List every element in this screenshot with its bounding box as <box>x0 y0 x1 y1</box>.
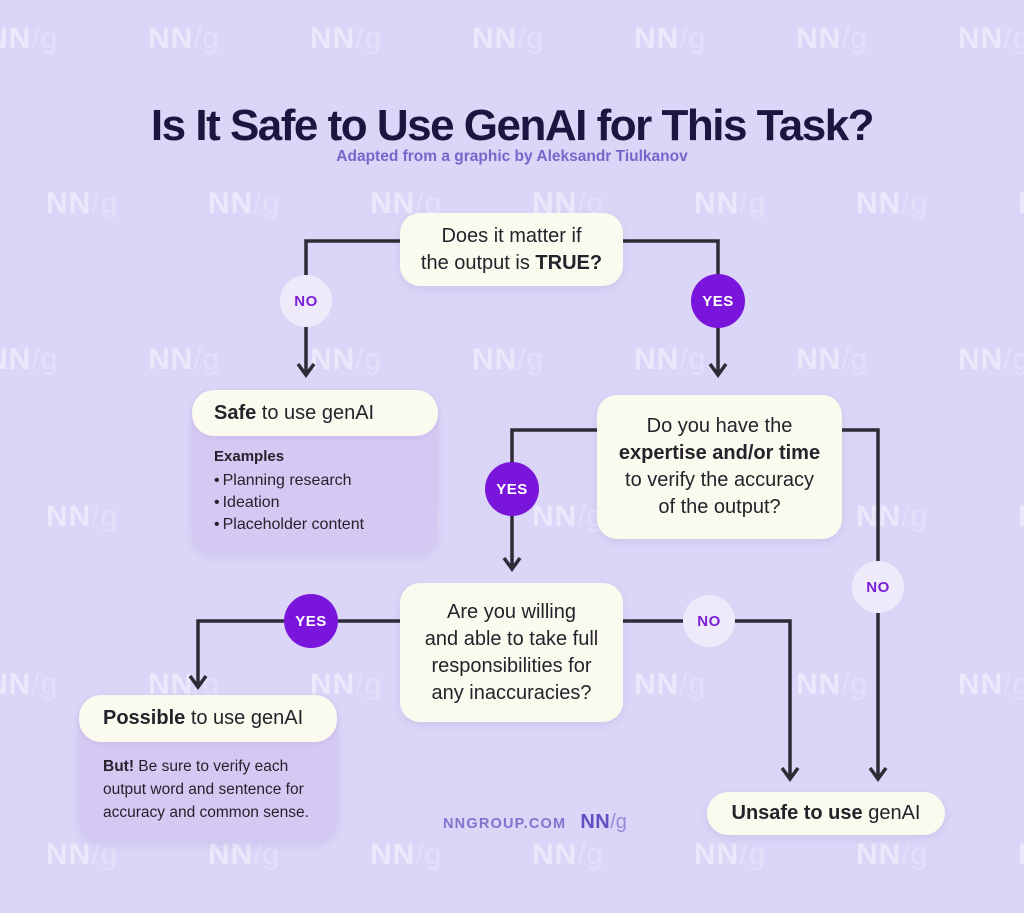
decision-circle-yes: YES <box>691 274 745 328</box>
nng-logo: NN/g <box>580 811 627 833</box>
connector-q2-yes-q3 <box>502 428 597 572</box>
question-box-output-true: Does it matter if the output is TRUE? <box>400 213 623 286</box>
result-card-possible: Possible to use genAI But! Be sure to ve… <box>79 695 337 842</box>
decision-circle-no: NO <box>683 595 735 647</box>
examples-list: •Planning research •Ideation •Placeholde… <box>214 470 420 536</box>
decision-circle-no: NO <box>852 561 904 613</box>
possible-card-body: But! Be sure to verify each output word … <box>79 742 337 842</box>
footer-site-url: NNGROUP.COM <box>443 816 567 832</box>
possible-title-bold: Possible <box>103 707 186 729</box>
q2-line4: of the output? <box>658 496 781 518</box>
q2-line3: to verify the accuracy <box>625 469 814 491</box>
list-item: •Ideation <box>214 494 280 511</box>
possible-note-bold: But! <box>103 758 134 775</box>
q3-line1: Are you willing <box>447 600 576 623</box>
question-box-responsibility: Are you willing and able to take full re… <box>400 583 623 722</box>
decision-circle-no: NO <box>280 275 332 327</box>
connector-q2-no-unsafe <box>842 428 888 782</box>
decision-circle-yes: YES <box>284 594 338 648</box>
question-box-expertise-time: Do you have the expertise and/or time to… <box>597 395 842 539</box>
safe-card-body: Examples •Planning research •Ideation •P… <box>192 436 438 554</box>
list-item: •Planning research <box>214 472 352 489</box>
result-card-safe: Safe to use genAI Examples •Planning res… <box>192 390 438 554</box>
q1-line1: Does it matter if <box>441 224 582 247</box>
decision-circle-yes: YES <box>485 462 539 516</box>
examples-heading: Examples <box>214 448 285 465</box>
q2-line2-bold: expertise and/or time <box>618 442 821 464</box>
list-item: •Placeholder content <box>214 516 365 533</box>
connector-q1-yes-q2 <box>623 239 728 378</box>
safe-card-title: Safe to use genAI <box>192 390 438 436</box>
q1-line2-bold: TRUE? <box>535 251 603 274</box>
q3-line4: any inaccuracies? <box>431 681 592 704</box>
connector-q1-no-safe <box>296 239 400 378</box>
q2-line1: Do you have the <box>646 415 793 437</box>
footer: NNGROUP.COM NN/g <box>443 811 627 834</box>
q3-line3: responsibilities for <box>431 654 592 677</box>
q1-line2: the output is <box>420 251 536 274</box>
unsafe-rest: genAI <box>862 802 921 824</box>
page-subtitle: Adapted from a graphic by Aleksandr Tiul… <box>336 148 688 165</box>
connector-q3-no-unsafe <box>623 619 800 782</box>
possible-card-title: Possible to use genAI <box>79 695 337 742</box>
safe-title-bold: Safe <box>214 401 257 424</box>
possible-title-rest: to use genAI <box>185 707 304 729</box>
possible-note-rest: Be sure to verify each output word and s… <box>103 758 309 821</box>
result-box-unsafe: Unsafe to use genAI <box>707 792 945 835</box>
q3-line2: and able to take full <box>424 627 599 650</box>
unsafe-bold: Unsafe to use <box>731 802 863 824</box>
safe-title-rest: to use genAI <box>256 401 375 424</box>
page-title: Is It Safe to Use GenAI for This Task? <box>150 101 875 151</box>
